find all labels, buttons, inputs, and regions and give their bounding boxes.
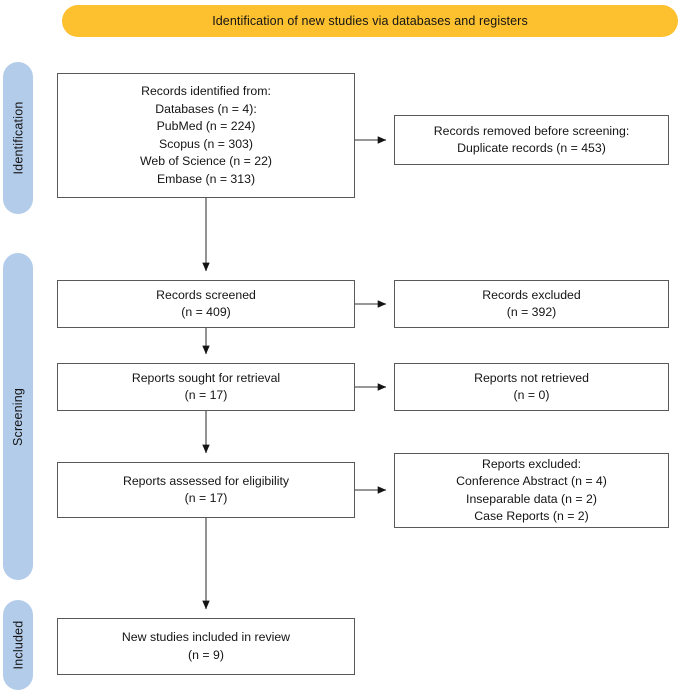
- stage-label-included-text: Included: [11, 620, 25, 670]
- box-records-removed-before-screening: Records removed before screening: Duplic…: [394, 115, 669, 165]
- box-line: (n = 392): [506, 305, 557, 319]
- box-line: (n = 409): [181, 305, 231, 319]
- box-records-identified: Records identified from: Databases (n = …: [57, 73, 355, 198]
- box-reports-not-retrieved: Reports not retrieved (n = 0): [394, 363, 669, 411]
- box-reports-assessed-for-eligibility: Reports assessed for eligibility (n = 17…: [57, 462, 355, 518]
- box-line: Embase (n = 313): [156, 171, 256, 186]
- box-line: Scopus (n = 303): [159, 136, 253, 151]
- header-banner: Identification of new studies via databa…: [62, 5, 678, 37]
- box-line: Records screened: [156, 287, 256, 302]
- box-line: Reports assessed for eligibility: [122, 473, 290, 488]
- box-line: Conference Abstract (n = 4): [456, 474, 607, 488]
- box-line: PubMed (n = 224): [156, 119, 256, 133]
- box-reports-sought-for-retrieval: Reports sought for retrieval (n = 17): [57, 363, 355, 411]
- banner-title: Identification of new studies via databa…: [212, 14, 528, 28]
- box-line: New studies included in review: [121, 630, 291, 644]
- box-line: Databases (n = 4):: [155, 101, 257, 116]
- box-line: Records identified from:: [141, 84, 271, 98]
- box-line: Reports excluded:: [481, 456, 582, 471]
- box-line: Records excluded: [482, 287, 581, 302]
- box-line: (n = 17): [184, 491, 228, 505]
- stage-label-screening-text: Screening: [11, 387, 25, 446]
- box-line: Reports not retrieved: [474, 370, 589, 385]
- stage-label-identification: Identification: [3, 62, 33, 214]
- stage-label-screening: Screening: [3, 253, 33, 580]
- box-line: Web of Science (n = 22): [139, 154, 273, 168]
- stage-label-included: Included: [3, 600, 33, 690]
- box-line: (n = 0): [513, 388, 550, 402]
- box-line: (n = 9): [188, 647, 224, 662]
- stage-label-identification-text: Identification: [11, 101, 26, 175]
- box-line: Case Reports (n = 2): [474, 509, 589, 523]
- box-line: Records removed before screening:: [433, 123, 630, 138]
- box-line: Reports sought for retrieval: [131, 370, 281, 385]
- box-line: Inseparable data (n = 2): [466, 491, 597, 506]
- box-records-excluded: Records excluded (n = 392): [394, 280, 669, 328]
- box-records-screened: Records screened (n = 409): [57, 280, 355, 328]
- box-reports-excluded: Reports excluded: Conference Abstract (n…: [394, 453, 669, 528]
- box-line: Duplicate records (n = 453): [457, 141, 606, 155]
- box-line: (n = 17): [184, 388, 228, 402]
- box-new-studies-included-in-review: New studies included in review (n = 9): [57, 618, 355, 675]
